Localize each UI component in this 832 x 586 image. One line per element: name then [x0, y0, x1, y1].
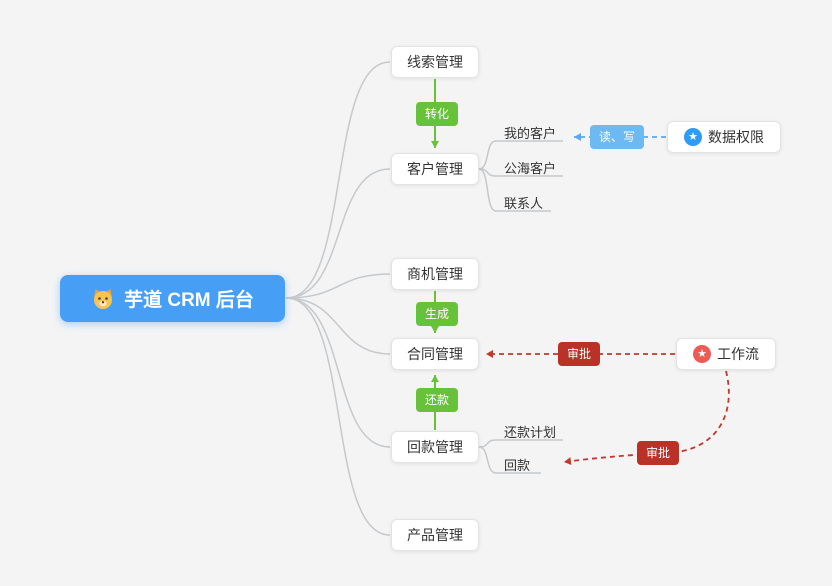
node-contract[interactable]: 合同管理: [391, 338, 479, 370]
connector-customer-contact: [478, 168, 551, 212]
node-workflow[interactable]: ★ 工作流: [676, 338, 776, 370]
connector-customer-my-customer: [478, 140, 563, 170]
node-product-label: 产品管理: [407, 527, 463, 543]
connector-root-leads: [285, 61, 391, 299]
subnode-public-customer[interactable]: 公海客户: [504, 161, 557, 176]
subnode-receivable-item[interactable]: 回款: [504, 458, 531, 473]
subnode-contact[interactable]: 联系人: [504, 196, 544, 211]
node-product[interactable]: 产品管理: [391, 519, 479, 551]
connector-root-receivable: [285, 297, 391, 448]
edge-badge-generate[interactable]: 生成: [415, 302, 459, 326]
node-business-label: 商机管理: [407, 266, 463, 282]
node-contract-label: 合同管理: [407, 346, 463, 362]
connector-root-contract: [285, 297, 391, 355]
dog-icon: [91, 287, 115, 311]
edge-badge-read-write[interactable]: 读、写: [589, 125, 645, 149]
root-node[interactable]: 芋道 CRM 后台: [60, 275, 285, 322]
subnode-my-customer[interactable]: 我的客户: [504, 126, 557, 141]
node-customer[interactable]: 客户管理: [391, 153, 479, 185]
node-leads-label: 线索管理: [407, 54, 463, 70]
node-customer-label: 客户管理: [407, 161, 463, 177]
edge-badge-approve-receivable[interactable]: 审批: [636, 441, 680, 465]
star-icon: ★: [684, 128, 702, 146]
edge-badge-convert[interactable]: 转化: [415, 102, 459, 126]
node-data-permission-label: 数据权限: [708, 129, 764, 145]
node-leads[interactable]: 线索管理: [391, 46, 479, 78]
node-business[interactable]: 商机管理: [391, 258, 479, 290]
connector-root-customer: [285, 168, 391, 299]
connector-root-business: [285, 273, 391, 299]
node-workflow-label: 工作流: [717, 346, 759, 362]
subnode-repayment-plan[interactable]: 还款计划: [504, 425, 557, 440]
connector-receivable-repayment-plan: [478, 439, 563, 448]
node-receivable-label: 回款管理: [407, 439, 463, 455]
edge-badge-approve-contract[interactable]: 审批: [557, 342, 601, 366]
star-icon: ★: [693, 345, 711, 363]
connector-root-product: [285, 297, 391, 536]
node-data-permission[interactable]: ★ 数据权限: [667, 121, 781, 153]
root-node-label: 芋道 CRM 后台: [124, 290, 254, 311]
edge-badge-repay[interactable]: 还款: [415, 388, 459, 412]
connector-receivable-receivable-item: [478, 446, 541, 474]
node-receivable[interactable]: 回款管理: [391, 431, 479, 463]
